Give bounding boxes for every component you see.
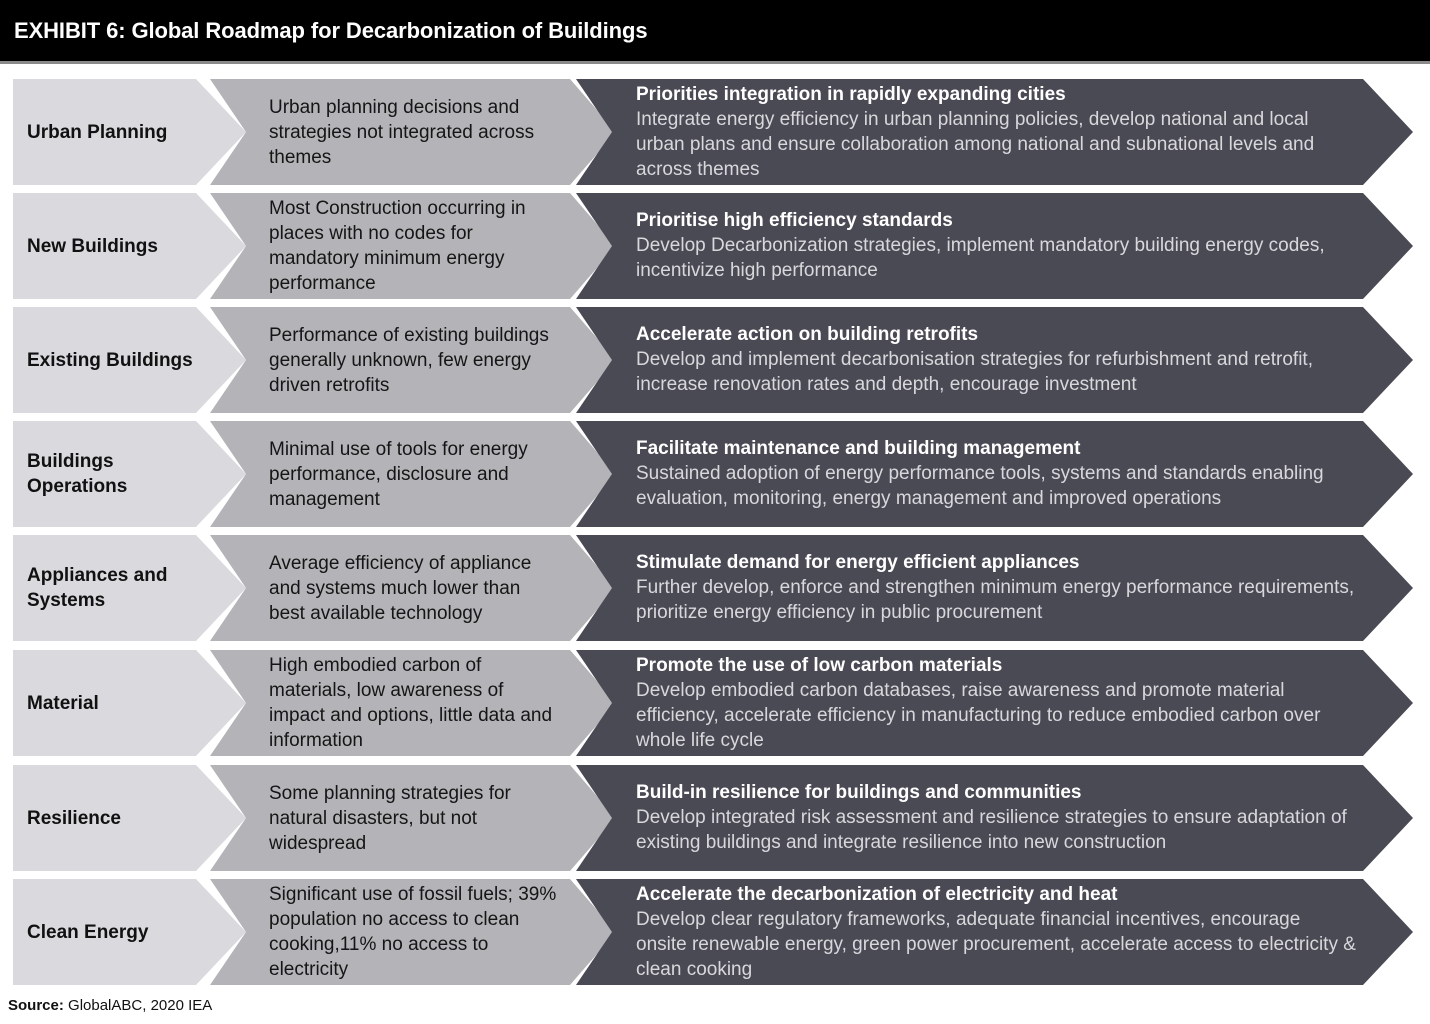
action-text: Sustained adoption of energy performance… bbox=[636, 463, 1324, 509]
action-title: Accelerate action on building retrofits bbox=[636, 324, 979, 345]
current-state-text: High embodied carbon of materials, low a… bbox=[269, 655, 553, 751]
current-state-text: Minimal use of tools for energy performa… bbox=[269, 438, 528, 510]
action-chevron: Facilitate maintenance and building mana… bbox=[576, 421, 1413, 527]
current-state-text: Average efficiency of appliance and syst… bbox=[269, 552, 532, 624]
category-label: Resilience bbox=[27, 807, 121, 829]
action-text: Further develop, enforce and strengthen … bbox=[636, 577, 1355, 623]
action-text: Develop and implement decarbonisation st… bbox=[636, 349, 1313, 395]
category-chevron: Urban Planning bbox=[13, 79, 246, 185]
action-text: Develop clear regulatory frameworks, ade… bbox=[636, 908, 1356, 980]
source-note: Source: GlobalABC, 2020 IEA bbox=[8, 997, 212, 1014]
category-chevron: Buildings Operations bbox=[13, 421, 246, 527]
action-text: Integrate energy efficiency in urban pla… bbox=[636, 108, 1315, 180]
action-text: Develop Decarbonization strategies, impl… bbox=[636, 235, 1325, 281]
category-chevron: Clean Energy bbox=[13, 879, 246, 985]
current-state-text: Most Construction occurring in places wi… bbox=[269, 198, 526, 294]
action-title: Facilitate maintenance and building mana… bbox=[636, 438, 1081, 459]
category-chevron: Material bbox=[13, 650, 246, 756]
action-title: Prioritise high efficiency standards bbox=[636, 210, 953, 231]
action-chevron: Build-in resilience for buildings and co… bbox=[576, 765, 1413, 871]
category-label: Buildings Operations bbox=[27, 451, 128, 497]
roadmap-row: Clean Energy Significant use of fossil f… bbox=[0, 879, 1430, 985]
category-label: Existing Buildings bbox=[27, 349, 193, 371]
current-state-chevron: Most Construction occurring in places wi… bbox=[210, 193, 616, 299]
action-chevron: Priorities integration in rapidly expand… bbox=[576, 79, 1413, 185]
current-state-chevron: Average efficiency of appliance and syst… bbox=[210, 535, 616, 641]
current-state-chevron: Performance of existing buildings genera… bbox=[210, 307, 616, 413]
action-text: Develop embodied carbon databases, raise… bbox=[636, 679, 1321, 751]
current-state-chevron: Some planning strategies for natural dis… bbox=[210, 765, 616, 871]
current-state-chevron: Urban planning decisions and strategies … bbox=[210, 79, 616, 185]
roadmap-row: Existing Buildings Performance of existi… bbox=[0, 307, 1430, 413]
action-title: Accelerate the decarbonization of electr… bbox=[636, 883, 1118, 905]
current-state-text: Urban planning decisions and strategies … bbox=[269, 96, 535, 168]
current-state-chevron: Significant use of fossil fuels; 39% pop… bbox=[210, 879, 616, 985]
category-chevron: Appliances and Systems bbox=[13, 535, 246, 641]
roadmap-row: Buildings Operations Minimal use of tool… bbox=[0, 421, 1430, 527]
current-state-text: Some planning strategies for natural dis… bbox=[269, 782, 511, 854]
category-chevron: Resilience bbox=[13, 765, 246, 871]
current-state-chevron: Minimal use of tools for energy performa… bbox=[210, 421, 616, 527]
roadmap-row: Resilience Some planning strategies for … bbox=[0, 765, 1430, 871]
action-title: Priorities integration in rapidly expand… bbox=[636, 83, 1066, 105]
roadmap-row: Appliances and Systems Average efficienc… bbox=[0, 535, 1430, 641]
current-state-chevron: High embodied carbon of materials, low a… bbox=[210, 650, 616, 756]
roadmap-row: Material High embodied carbon of materia… bbox=[0, 650, 1430, 756]
roadmap-row: New Buildings Most Construction occurrin… bbox=[0, 193, 1430, 299]
source-text: GlobalABC, 2020 IEA bbox=[63, 997, 213, 1014]
action-text: Develop integrated risk assessment and r… bbox=[636, 807, 1347, 853]
exhibit-title: EXHIBIT 6: Global Roadmap for Decarboniz… bbox=[14, 17, 648, 43]
category-label: Urban Planning bbox=[27, 121, 168, 143]
action-title: Promote the use of low carbon materials bbox=[636, 654, 1003, 676]
title-bar: EXHIBIT 6: Global Roadmap for Decarboniz… bbox=[0, 0, 1430, 64]
source-label: Source: bbox=[8, 997, 64, 1014]
current-state-text: Performance of existing buildings genera… bbox=[269, 324, 549, 396]
category-chevron: Existing Buildings bbox=[13, 307, 246, 413]
current-state-text: Significant use of fossil fuels; 39% pop… bbox=[269, 884, 557, 980]
action-chevron: Stimulate demand for energy efficient ap… bbox=[576, 535, 1413, 641]
action-title: Build-in resilience for buildings and co… bbox=[636, 782, 1082, 803]
category-label: Clean Energy bbox=[27, 921, 149, 943]
action-chevron: Accelerate the decarbonization of electr… bbox=[576, 879, 1413, 985]
category-label: New Buildings bbox=[27, 235, 158, 257]
roadmap-row: Urban Planning Urban planning decisions … bbox=[0, 79, 1430, 185]
category-label: Material bbox=[27, 692, 99, 714]
category-chevron: New Buildings bbox=[13, 193, 246, 299]
action-title: Stimulate demand for energy efficient ap… bbox=[636, 552, 1080, 573]
category-label: Appliances and Systems bbox=[27, 565, 168, 611]
